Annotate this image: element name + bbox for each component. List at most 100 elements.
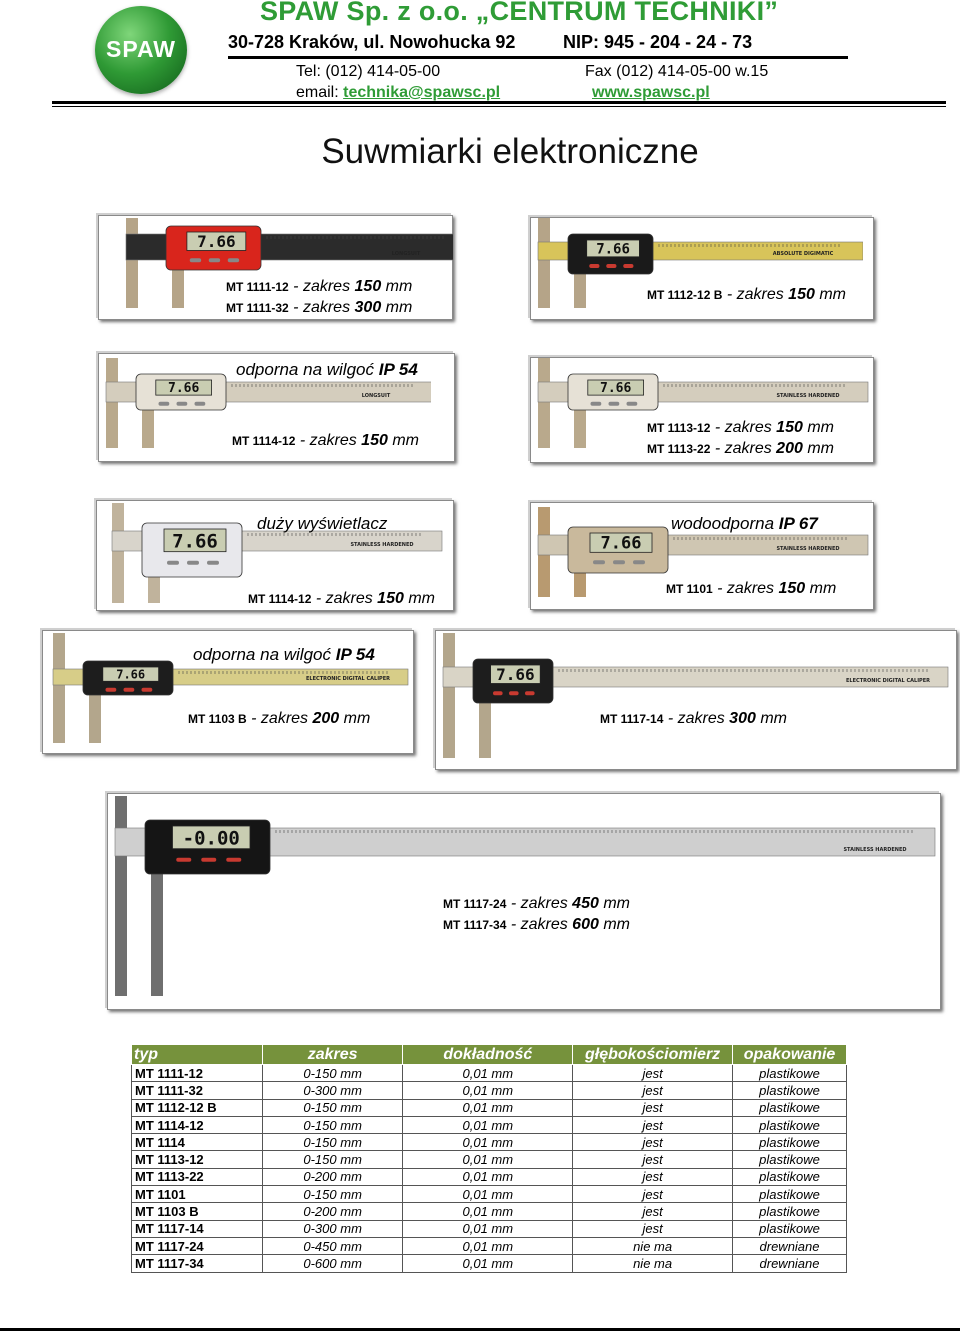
lcd-reading: 7.66 [197,232,236,251]
scale-label: STAINLESS HARDENED [776,393,839,399]
table-cell: MT 1113-12 [131,1150,263,1169]
caliper-button [227,258,240,263]
table-cell: 0-300 mm [261,1081,404,1100]
lcd-reading: 7.66 [172,530,218,552]
company-phone: Tel: (012) 414-05-00 [296,63,441,80]
table-cell: 0-150 mm [261,1185,404,1204]
table-cell: 0,01 mm [402,1219,574,1238]
caliper-button [105,687,117,692]
company-name: SPAW Sp. z o.o. „CENTRUM TECHNIKI” [260,0,779,26]
column-header: opakowanie [732,1044,847,1065]
column-header: głębokościomierz [572,1044,734,1065]
scale-label: ELECTRONIC DIGITAL CALIPER [846,678,930,684]
lcd-reading: 7.66 [116,668,145,682]
product-label: MT 1117-24 - zakres 450 mm [443,895,630,912]
table-cell: plastikowe [732,1063,847,1083]
fixed-jaw [106,358,118,448]
caliper-button [167,560,179,565]
scale-ticks [658,244,840,247]
scale-label: STAINLESS HARDENED [843,847,906,853]
table-cell: nie ma [572,1254,734,1273]
caliper-button [176,401,188,406]
table-cell: 0-450 mm [261,1236,404,1256]
lcd-display [589,532,653,553]
product-label: MT 1101 - zakres 150 mm [666,580,837,597]
table-cell: jest [572,1063,734,1083]
logo-text: SPAW [105,36,177,62]
table-cell: plastikowe [732,1150,847,1169]
product-label: MT 1113-22 - zakres 200 mm [647,440,834,457]
table-cell: jest [572,1115,734,1135]
scale-label: STAINLESS HARDENED [350,542,413,548]
product-label: MT 1117-14 - zakres 300 mm [600,710,787,727]
header-bottom-rule-thin [52,106,946,107]
caliper-beam [442,666,949,688]
table-cell: 0,01 mm [402,1115,574,1135]
table-cell: MT 1111-12 [131,1063,263,1083]
caliper-button [593,560,605,565]
table-cell: plastikowe [732,1098,847,1117]
caliper-button [189,258,202,263]
table-cell: jest [572,1202,734,1221]
lcd-display [172,825,251,850]
table-cell: drewniane [732,1254,847,1273]
caliper-button [633,560,645,565]
table-cell: 0-150 mm [261,1063,404,1083]
product-label: MT 1114-12 - zakres 150 mm [232,432,419,449]
email-link[interactable]: technika@spawsc.pl [343,84,501,101]
scale-ticks [231,384,413,387]
lcd-reading: 7.66 [496,665,535,684]
table-cell: 0-300 mm [261,1219,404,1238]
lcd-display [102,666,159,682]
table-cell: 0-600 mm [261,1254,404,1273]
table-cell: MT 1117-14 [131,1219,263,1238]
lcd-display [155,379,212,396]
table-cell: 0-200 mm [261,1202,404,1221]
table-cell: MT 1114-12 [131,1115,263,1135]
table-cell: MT 1117-24 [131,1236,263,1256]
caliper-button [187,560,199,565]
caliper-button [589,264,600,268]
caliper-button [509,691,519,696]
table-cell: jest [572,1150,734,1169]
table-cell: 0,01 mm [402,1185,574,1204]
header-divider [228,56,848,59]
caliper-button [176,857,192,862]
product-note: odporna na wilgoć IP 54 [193,645,375,664]
spec-table: typ zakres dokładność głębokościomierz o… [131,1044,847,1273]
table-cell: 0-150 mm [261,1133,404,1152]
fixed-jaw [538,218,550,308]
lcd-display [163,528,227,553]
fixed-jaw [53,633,65,743]
email-label: email: [296,84,344,101]
column-header: zakres [261,1044,404,1065]
lcd-reading: 7.66 [596,242,630,258]
caliper-button [525,691,535,696]
scale-label: STAINLESS HARDENED [776,546,839,552]
column-header: typ [131,1044,263,1065]
table-cell: drewniane [732,1236,847,1256]
table-cell: MT 1103 B [131,1202,263,1221]
caliper-button [493,691,503,696]
website-link[interactable]: www.spawsc.pl [592,84,710,101]
page-title: Suwmiarki elektroniczne [321,132,699,171]
table-header-row: typ zakres dokładność głębokościomierz o… [131,1044,847,1065]
scale-ticks [247,533,421,536]
scale-label: ELECTRONIC DIGITAL CALIPER [306,676,390,682]
table-cell: 0,01 mm [402,1202,574,1221]
table-cell: 0-150 mm [261,1098,404,1117]
table-cell: MT 1112-12 B [131,1098,263,1117]
